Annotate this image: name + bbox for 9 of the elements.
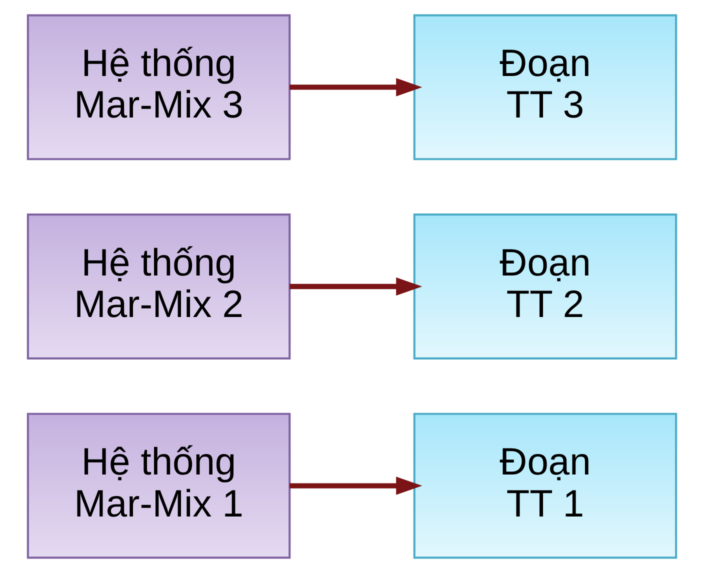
arrow (290, 78, 422, 96)
node-box: Hệ thống Mar-Mix 2 (26, 214, 291, 360)
arrow (290, 277, 422, 296)
node-box: Đoạn TT 3 (413, 14, 678, 160)
node-box: Hệ thống Mar-Mix 3 (26, 14, 291, 160)
arrow (290, 476, 422, 495)
node-box: Đoạn TT 1 (413, 412, 678, 559)
node-box: Đoạn TT 2 (413, 214, 678, 360)
node-box: Hệ thống Mar-Mix 1 (26, 412, 291, 559)
